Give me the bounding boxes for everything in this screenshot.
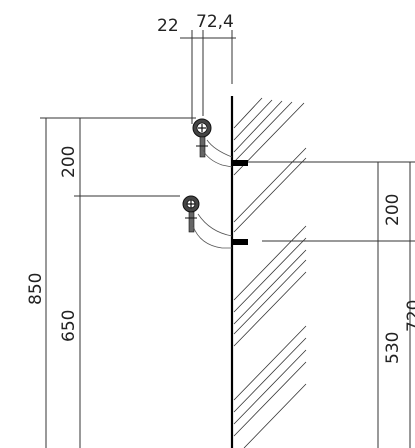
dim-label-530: 530 — [383, 332, 403, 364]
dim-label-650: 650 — [59, 310, 79, 342]
upper-fixture — [192, 118, 248, 168]
dim-label-right-200: 200 — [383, 194, 403, 226]
wall-hatch — [233, 97, 307, 448]
dim-label-720: 720 — [404, 300, 415, 332]
dim-label-22: 22 — [157, 16, 179, 36]
dim-label-left-200: 200 — [59, 146, 79, 178]
dim-label-72-4: 72,4 — [196, 12, 234, 32]
dim-label-850: 850 — [26, 273, 46, 305]
lower-fixture — [182, 195, 248, 249]
